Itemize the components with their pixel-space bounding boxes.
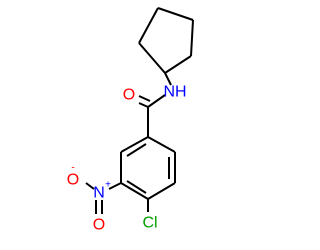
bond xyxy=(147,94,166,108)
oxygen-carbonyl-label: O xyxy=(123,87,135,104)
nitro-group xyxy=(85,182,122,214)
bond xyxy=(164,55,192,74)
bond xyxy=(138,95,151,102)
bond xyxy=(164,72,172,86)
bond xyxy=(108,182,122,190)
bond xyxy=(138,7,159,44)
amide-group xyxy=(138,72,172,137)
oxygen-charge-label: - xyxy=(71,163,74,174)
bond xyxy=(126,143,147,157)
bond xyxy=(138,42,166,74)
bond xyxy=(126,180,147,194)
benzene-ring xyxy=(120,136,176,200)
nitrogen-charge-label: + xyxy=(105,180,111,191)
bond xyxy=(190,19,194,57)
bond xyxy=(147,182,176,200)
oxygen-nitro-single-label: O xyxy=(67,172,79,189)
chemical-structure-diagram: O NH N + O - O Cl xyxy=(67,7,194,234)
oxygen-nitro-double-label: O xyxy=(93,217,105,234)
bond xyxy=(120,136,149,153)
bond xyxy=(138,102,149,108)
chlorine-label: Cl xyxy=(142,215,157,232)
bond xyxy=(85,182,95,190)
nitrogen-amide-label: NH xyxy=(163,84,186,101)
nitrogen-nitro-label: N xyxy=(93,185,105,202)
bond xyxy=(147,136,176,153)
bond xyxy=(157,7,194,21)
cyclopentyl-ring xyxy=(138,7,194,74)
bond xyxy=(120,182,149,200)
